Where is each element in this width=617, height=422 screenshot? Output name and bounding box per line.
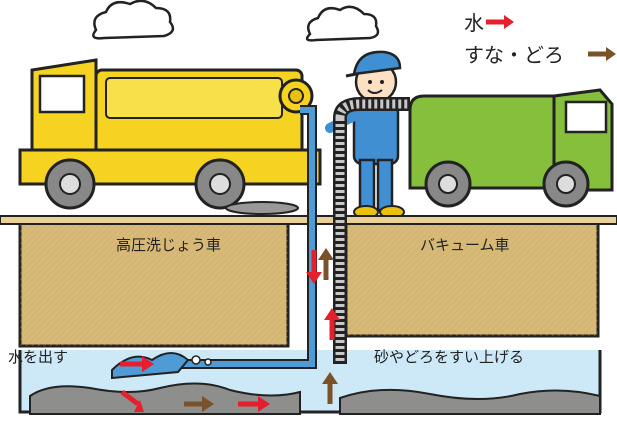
legend: 水 すな・どろ [464, 11, 616, 67]
ground-right [344, 220, 600, 338]
vacuum-truck-label: バキューム車 [420, 236, 510, 254]
legend-sand-mud-label: すな・どろ [464, 43, 564, 67]
vacuum-hose [333, 97, 410, 364]
water-arrows [120, 250, 340, 412]
suck-up-label: 砂やどろをすい上げる [374, 348, 524, 366]
sand-mud-arrows [184, 248, 338, 412]
worker [325, 50, 405, 219]
cloud-left [92, 0, 175, 40]
ground-left [18, 220, 290, 348]
spray-water-label: 水を出す [8, 348, 68, 366]
high-pressure-hose [160, 105, 317, 369]
vacuum-truck [408, 88, 614, 208]
high-pressure-truck [18, 58, 322, 215]
legend-water-label: 水 [464, 11, 484, 35]
cloud-right [305, 5, 380, 42]
high-pressure-truck-label: 高圧洗じょう車 [116, 236, 221, 254]
